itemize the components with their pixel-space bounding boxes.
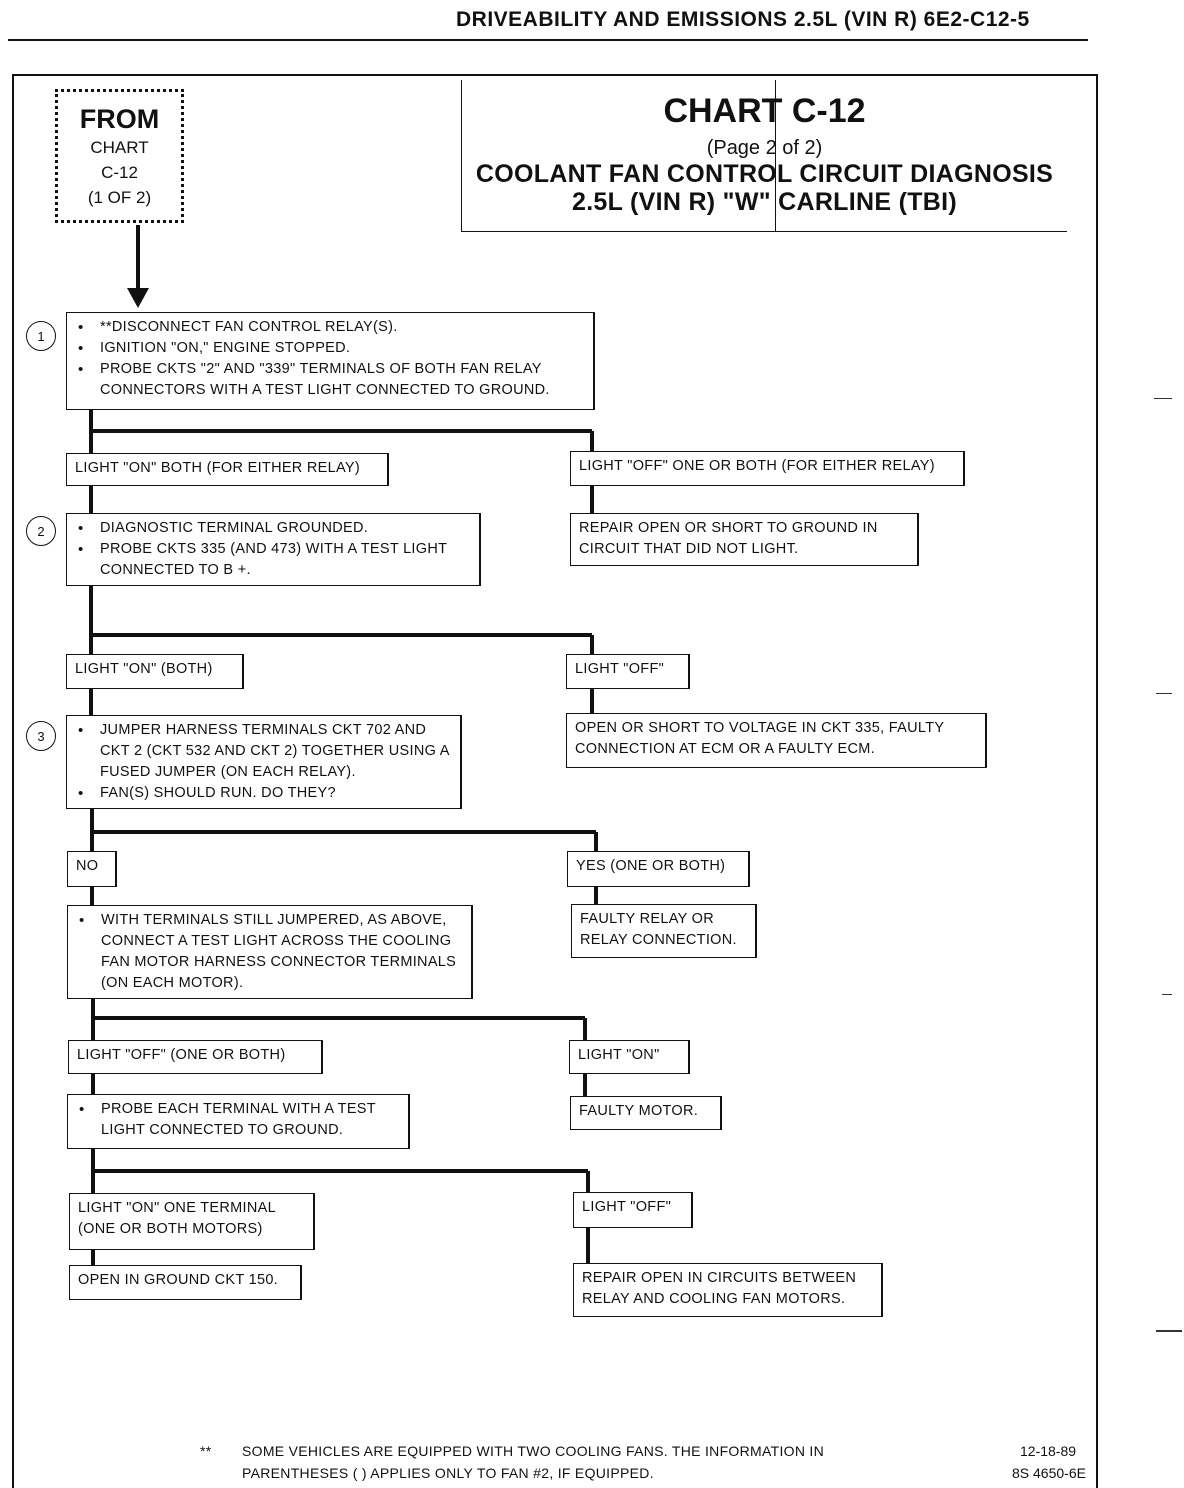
step-5-item: PROBE EACH TERMINAL WITH A TEST LIGHT CO…: [79, 1099, 400, 1141]
result-light-on-both: LIGHT "ON" BOTH (FOR EITHER RELAY): [66, 453, 389, 486]
from-chart-id: C-12: [101, 163, 138, 182]
page-header: DRIVEABILITY AND EMISSIONS 2.5L (VIN R) …: [456, 8, 1030, 31]
result-light-off-one-or-both: LIGHT "OFF" ONE OR BOTH (FOR EITHER RELA…: [570, 451, 965, 486]
from-label: FROM: [79, 104, 160, 134]
result-light-off-5: LIGHT "OFF": [573, 1192, 693, 1228]
action-open-short-voltage-ckt-335: OPEN OR SHORT TO VOLTAGE IN CKT 335, FAU…: [566, 713, 987, 768]
from-chart-page: (1 OF 2): [87, 188, 152, 207]
result-light-on-both-2: LIGHT "ON" (BOTH): [66, 654, 244, 689]
action-open-ground-ckt-150: OPEN IN GROUND CKT 150.: [69, 1265, 302, 1300]
margin-mark: [1156, 1330, 1182, 1332]
step-2-item: DIAGNOSTIC TERMINAL GROUNDED.: [78, 518, 471, 539]
step-1-item: PROBE CKTS "2" AND "339" TERMINALS OF BO…: [78, 359, 585, 401]
header-rule: [8, 39, 1088, 41]
chart-model: 2.5L (VIN R) "W" CARLINE (TBI): [571, 188, 957, 216]
step-2-box: DIAGNOSTIC TERMINAL GROUNDED. PROBE CKTS…: [66, 513, 481, 586]
step-4-box: WITH TERMINALS STILL JUMPERED, AS ABOVE,…: [67, 905, 473, 999]
result-light-on-4: LIGHT "ON": [569, 1040, 690, 1074]
step-1-item: **DISCONNECT FAN CONTROL RELAY(S).: [78, 317, 585, 338]
step-4-item: WITH TERMINALS STILL JUMPERED, AS ABOVE,…: [79, 910, 463, 994]
result-light-off-one-or-both-4: LIGHT "OFF" (ONE OR BOTH): [68, 1040, 323, 1074]
margin-mark: [1162, 994, 1172, 995]
chart-title-box: CHART C-12 (Page 2 of 2) COOLANT FAN CON…: [461, 80, 1067, 232]
action-repair-open-short-ground: REPAIR OPEN OR SHORT TO GROUND IN CIRCUI…: [570, 513, 919, 566]
action-faulty-motor: FAULTY MOTOR.: [570, 1096, 722, 1130]
step-3-box: JUMPER HARNESS TERMINALS CKT 702 AND CKT…: [66, 715, 462, 809]
from-chart: CHART: [90, 138, 149, 157]
action-faulty-relay: FAULTY RELAY OR RELAY CONNECTION.: [571, 904, 757, 958]
from-chart-box: FROM CHART C-12 (1 OF 2): [55, 89, 184, 223]
margin-mark: [1156, 693, 1172, 694]
footnote-text: SOME VEHICLES ARE EQUIPPED WITH TWO COOL…: [242, 1443, 825, 1481]
step-3-item: JUMPER HARNESS TERMINALS CKT 702 AND CKT…: [78, 720, 452, 783]
step-1-item: IGNITION "ON," ENGINE STOPPED.: [78, 338, 585, 359]
action-repair-open-relay-motors: REPAIR OPEN IN CIRCUITS BETWEEN RELAY AN…: [573, 1263, 883, 1317]
frame-top: [12, 74, 1098, 76]
frame-left: [12, 74, 14, 1488]
arrow-head: [127, 288, 149, 308]
document-date: 12-18-89: [1020, 1443, 1077, 1459]
result-yes-one-or-both: YES (ONE OR BOTH): [567, 851, 750, 887]
result-no: NO: [67, 851, 117, 887]
result-light-on-one-terminal: LIGHT "ON" ONE TERMINAL (ONE OR BOTH MOT…: [69, 1193, 315, 1250]
step-1-marker: 1: [26, 321, 56, 351]
chart-title: CHART C-12: [663, 92, 866, 130]
step-5-box: PROBE EACH TERMINAL WITH A TEST LIGHT CO…: [67, 1094, 410, 1149]
step-2-marker: 2: [26, 516, 56, 546]
document-id: 8S 4650-6E: [1012, 1465, 1086, 1481]
chart-subtitle: COOLANT FAN CONTROL CIRCUIT DIAGNOSIS: [475, 160, 1054, 188]
document-code: 12-18-89 8S 4650-6E: [1012, 1440, 1086, 1484]
result-light-off-2: LIGHT "OFF": [566, 654, 690, 689]
chart-page: (Page 2 of 2): [706, 137, 823, 159]
frame-right: [1096, 74, 1098, 1488]
step-1-box: **DISCONNECT FAN CONTROL RELAY(S). IGNIT…: [66, 312, 595, 410]
footnote-marker: **: [200, 1443, 212, 1459]
title-box-right-edge: [775, 80, 776, 232]
step-2-item: PROBE CKTS 335 (AND 473) WITH A TEST LIG…: [78, 539, 471, 581]
step-3-item: FAN(S) SHOULD RUN. DO THEY?: [78, 783, 452, 804]
margin-mark: [1154, 398, 1172, 399]
footnote: ** SOME VEHICLES ARE EQUIPPED WITH TWO C…: [200, 1440, 880, 1484]
step-3-marker: 3: [26, 721, 56, 751]
